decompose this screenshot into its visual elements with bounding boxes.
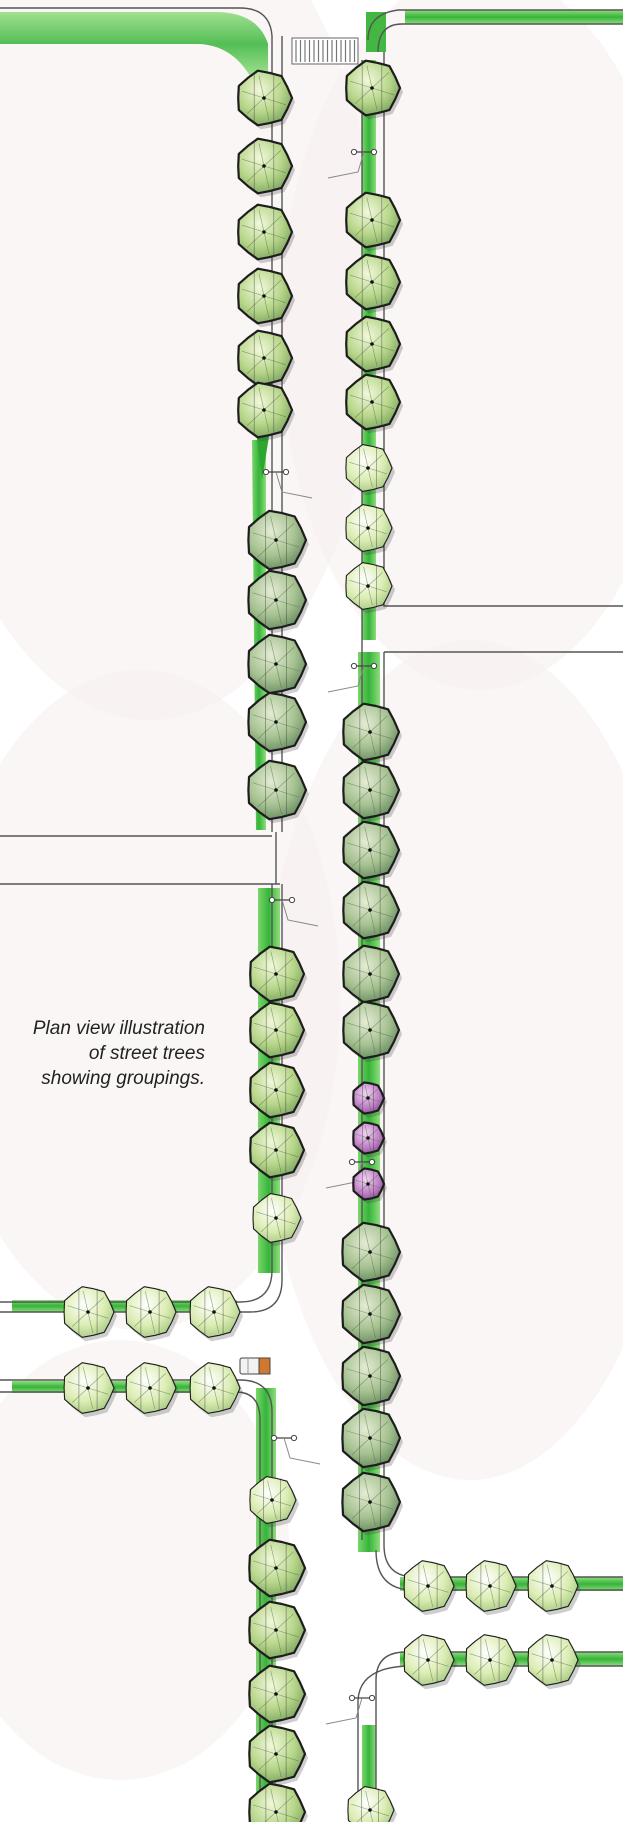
tree-canopy-icon (248, 1600, 308, 1663)
tree-canopy-icon (341, 1407, 403, 1472)
tree-canopy-icon (248, 1724, 308, 1787)
flowering-tree-canopy-icon (352, 1081, 387, 1118)
tree-canopy-icon (247, 633, 309, 698)
tree-canopy-icon (341, 1345, 403, 1410)
tree-canopy-icon (465, 1560, 519, 1616)
tree-canopy-icon (189, 1362, 243, 1418)
tree-canopy-icon (347, 1786, 397, 1822)
tree-canopy-icon (345, 373, 403, 434)
tree-canopy-icon (527, 1560, 581, 1616)
street-light-icon (325, 1694, 376, 1725)
tree-canopy-icon (249, 945, 307, 1006)
caption-line-3: showing groupings. (41, 1068, 205, 1089)
tree-canopy-icon (341, 1221, 403, 1286)
car-icon (239, 1357, 271, 1375)
tree-canopy-icon (247, 759, 309, 824)
caption-line-1: Plan view illustration (32, 1018, 205, 1039)
tree-canopy-icon (342, 760, 402, 823)
tree-canopy-icon (527, 1634, 581, 1690)
tree-canopy-icon (403, 1560, 457, 1616)
tree-canopy-icon (247, 569, 309, 634)
tree-canopy-icon (237, 329, 295, 390)
tree-canopy-icon (342, 880, 402, 943)
tree-canopy-icon (345, 191, 403, 252)
tree-canopy-icon (465, 1634, 519, 1690)
street-light-icon (262, 468, 313, 499)
tree-canopy-icon (237, 203, 295, 264)
street-light-icon (327, 662, 378, 693)
caption-line-2: of street trees (88, 1043, 205, 1064)
tree-canopy-icon (342, 1000, 402, 1063)
tree-canopy-icon (237, 69, 295, 130)
figure-caption: Plan view illustration of street trees s… (0, 1016, 205, 1091)
tree-canopy-icon (403, 1634, 457, 1690)
tree-canopy-icon (237, 267, 295, 328)
tree-canopy-icon (342, 702, 402, 765)
tree-canopy-icon (341, 1283, 403, 1348)
street-light-icon (327, 148, 378, 179)
tree-canopy-icon (345, 253, 403, 314)
tree-canopy-icon (342, 820, 402, 883)
flowering-tree-canopy-icon (352, 1167, 387, 1204)
tree-canopy-icon (249, 1476, 299, 1528)
tree-canopy-icon (247, 691, 309, 756)
street-lights (262, 148, 378, 1725)
tree-canopy-icon (342, 944, 402, 1007)
tree-canopy-icon (252, 1193, 304, 1247)
tree-canopy-icon (249, 1001, 307, 1062)
tree-canopy-icon (189, 1286, 243, 1342)
background-wash (0, 0, 623, 1780)
flowering-tree-canopy-icon (352, 1121, 387, 1158)
tree-canopy-icon (249, 1061, 307, 1122)
tree-canopy-icon (248, 1664, 308, 1727)
tree-canopy-icon (237, 381, 295, 442)
tree-canopy-icon (63, 1362, 117, 1418)
tree-canopy-icon (249, 1121, 307, 1182)
street-trees (63, 59, 581, 1822)
tree-canopy-icon (345, 315, 403, 376)
tree-canopy-icon (341, 1471, 403, 1536)
tree-canopy-icon (63, 1286, 117, 1342)
tree-canopy-icon (247, 509, 309, 574)
tree-canopy-icon (125, 1362, 179, 1418)
tree-canopy-icon (345, 504, 395, 556)
street-light-icon (268, 896, 319, 927)
tree-canopy-icon (248, 1538, 308, 1601)
tree-canopy-icon (125, 1286, 179, 1342)
tree-canopy-icon (345, 59, 403, 120)
tree-canopy-icon (237, 137, 295, 198)
tree-canopy-icon (345, 444, 395, 496)
tree-canopy-icon (345, 562, 395, 614)
tree-canopy-icon (248, 1782, 308, 1822)
street-light-icon (270, 1434, 321, 1465)
crosswalk-stripes (291, 37, 359, 65)
